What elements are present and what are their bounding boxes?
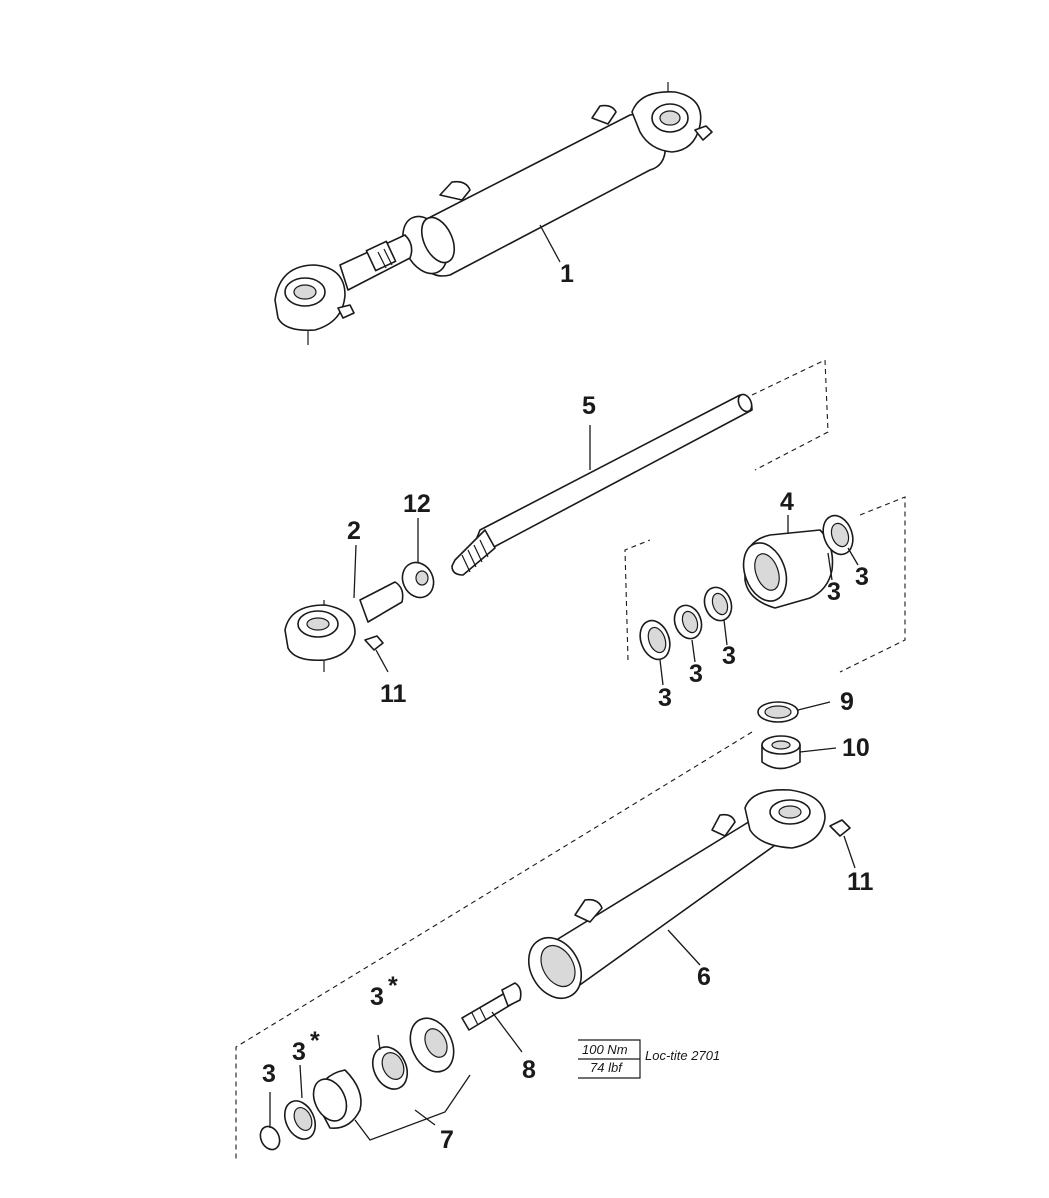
callout-11-upper: 11	[380, 680, 407, 708]
washer-part-9	[757, 701, 831, 723]
callout-2: 2	[347, 517, 361, 545]
callout-11-lower: 11	[847, 868, 874, 896]
piston-rod-part-5	[451, 393, 753, 576]
spacer-ring-part-12	[401, 518, 435, 599]
callout-1: 1	[560, 260, 574, 288]
torque-imperial: 74 lbf	[590, 1060, 623, 1075]
callout-3-far-left: 3	[262, 1060, 276, 1088]
callout-3-center: 3	[689, 660, 703, 688]
callout-10: 10	[842, 734, 870, 762]
callout-9: 9	[840, 688, 854, 716]
callout-8: 8	[522, 1056, 536, 1084]
grease-nipple-part-11-lower	[829, 819, 856, 869]
callout-3-star-upper: 3	[370, 983, 384, 1011]
group-bracket-rod	[751, 359, 829, 471]
callout-3-right-upper: 3	[855, 563, 869, 591]
torque-metric: 100 Nm	[582, 1042, 628, 1057]
cylinder-assembly-part-1	[274, 82, 713, 345]
group-bracket-piston	[235, 731, 753, 1160]
callout-3-left: 3	[658, 684, 672, 712]
piston-part-7	[259, 1017, 471, 1151]
callout-12: 12	[403, 490, 431, 518]
torque-note: 100 Nm 74 lbf Loc-tite 2701	[578, 1039, 720, 1079]
bushing-part-10	[761, 735, 837, 770]
adhesive-spec: Loc-tite 2701	[645, 1048, 720, 1063]
seal-ring-part-3-left	[639, 586, 733, 686]
rod-end-eye-part-2	[284, 544, 404, 672]
callout-7: 7	[440, 1126, 454, 1154]
callout-5: 5	[582, 392, 596, 420]
bolt-part-8	[461, 982, 523, 1053]
grease-nipple-part-11-upper	[364, 635, 389, 673]
callout-3-right-lower: 3	[827, 578, 841, 606]
callout-3-mid: 3	[722, 642, 736, 670]
callout-6: 6	[697, 963, 711, 991]
cylinder-head-part-4	[742, 515, 834, 609]
seal-ring-part-3-right	[822, 514, 859, 581]
star-lower: *	[310, 1027, 320, 1055]
cylinder-barrel-part-6	[527, 789, 826, 999]
callout-3-star-lower: 3	[292, 1038, 306, 1066]
callout-4: 4	[780, 488, 794, 516]
group-bracket-head	[624, 496, 906, 673]
star-upper: *	[388, 972, 398, 1000]
